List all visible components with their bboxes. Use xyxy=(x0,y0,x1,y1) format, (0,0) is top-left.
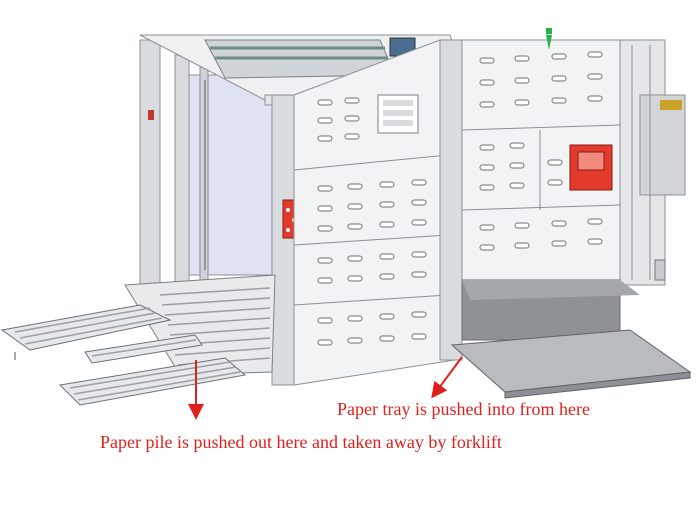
green-arrow-icon xyxy=(546,35,552,50)
roller-segment-2 xyxy=(84,334,203,364)
center-pillar xyxy=(439,39,463,361)
tray-annotation-label: Paper tray is pushed into from here xyxy=(337,399,590,419)
left-front-panel xyxy=(293,39,456,386)
pile-annotation-label: Paper pile is pushed out here and taken … xyxy=(100,432,502,452)
paper-tray-platform xyxy=(450,329,692,399)
rear-frame xyxy=(139,39,281,286)
roller-segment-1 xyxy=(0,304,172,360)
tray-opening xyxy=(461,279,640,341)
tray-arrow xyxy=(431,356,463,399)
right-machinery xyxy=(619,39,686,286)
roller-segment-3 xyxy=(58,357,247,406)
right-front-panel xyxy=(461,28,621,281)
